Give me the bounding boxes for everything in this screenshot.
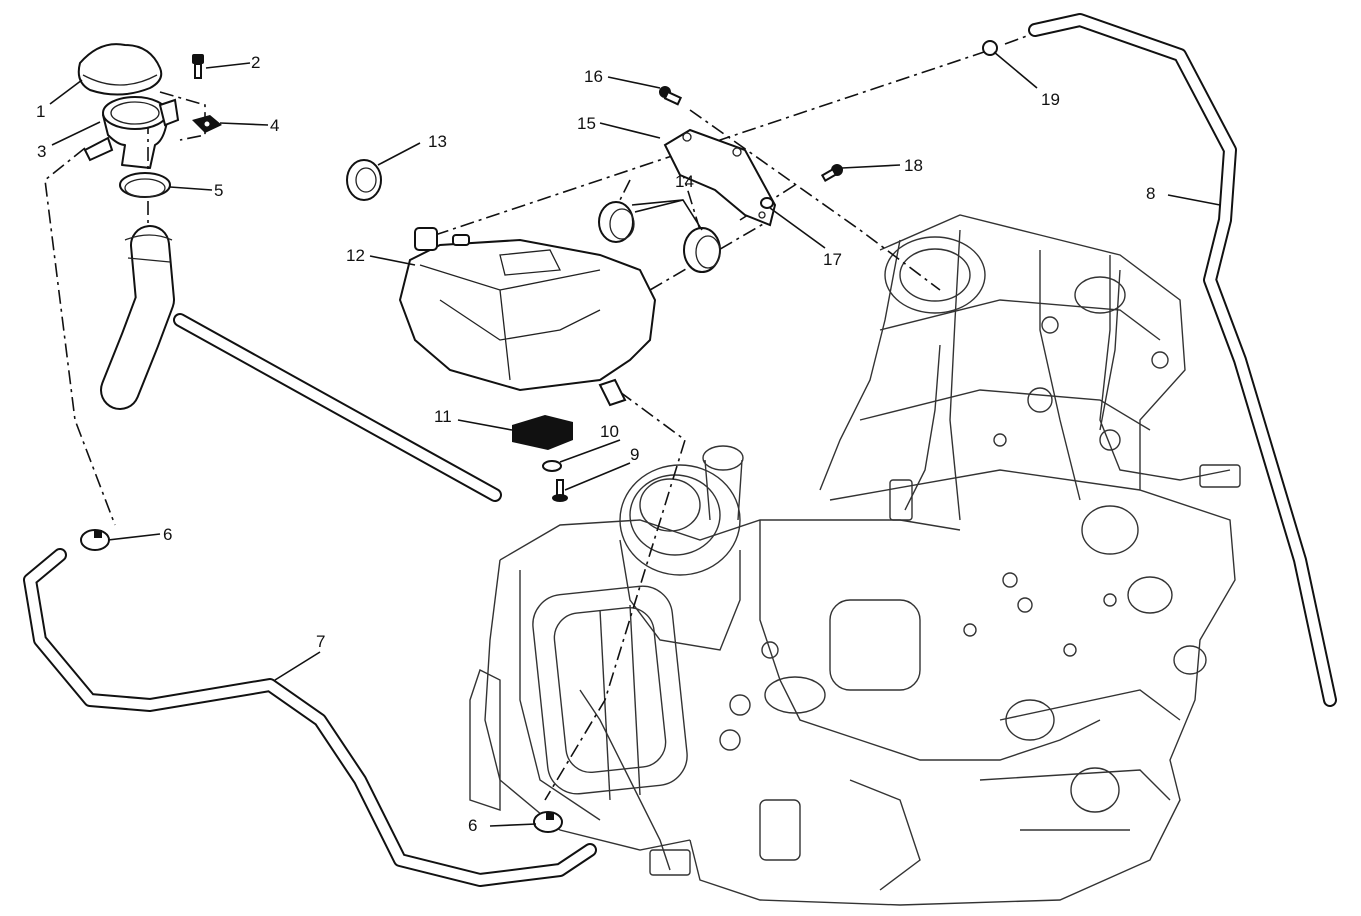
callout-6-lower[interactable]: 6 bbox=[468, 816, 477, 835]
callout-9[interactable]: 9 bbox=[630, 445, 639, 464]
part-6-hose-clamp-lower[interactable] bbox=[533, 811, 563, 833]
callout-19[interactable]: 19 bbox=[1041, 90, 1060, 109]
part-12-expansion-tank[interactable] bbox=[398, 227, 657, 407]
callout-16[interactable]: 16 bbox=[584, 67, 603, 86]
assembly-lines bbox=[44, 32, 1036, 801]
part-7-overflow-hose[interactable] bbox=[23, 548, 597, 887]
callout-13[interactable]: 13 bbox=[428, 132, 447, 151]
part-14-hose-clamps[interactable] bbox=[598, 201, 721, 273]
part-2-screw[interactable] bbox=[192, 54, 204, 79]
callout-6-upper[interactable]: 6 bbox=[163, 525, 172, 544]
callout-3[interactable]: 3 bbox=[37, 142, 46, 161]
engine-block bbox=[469, 214, 1241, 906]
callout-5[interactable]: 5 bbox=[214, 181, 223, 200]
part-19-clip[interactable] bbox=[982, 40, 998, 56]
part-5-hose-clamp[interactable] bbox=[119, 172, 171, 198]
callout-15[interactable]: 15 bbox=[577, 114, 596, 133]
part-18-screw[interactable] bbox=[820, 164, 843, 182]
part-8-breather-hose[interactable] bbox=[1028, 13, 1337, 707]
callout-10[interactable]: 10 bbox=[600, 422, 619, 441]
callout-17[interactable]: 17 bbox=[823, 250, 842, 269]
callout-14[interactable]: 14 bbox=[675, 172, 694, 191]
part-10-washer[interactable] bbox=[542, 460, 562, 472]
part-filler-hose bbox=[100, 225, 502, 502]
part-15-bracket[interactable] bbox=[663, 128, 777, 227]
part-11-rubber-pad[interactable] bbox=[512, 415, 573, 450]
callout-12[interactable]: 12 bbox=[346, 246, 365, 265]
callout-2[interactable]: 2 bbox=[251, 53, 260, 72]
part-17-washer[interactable] bbox=[760, 197, 774, 209]
callout-4[interactable]: 4 bbox=[270, 116, 279, 135]
callout-8[interactable]: 8 bbox=[1146, 184, 1155, 203]
callout-11[interactable]: 11 bbox=[434, 407, 452, 426]
callout-18[interactable]: 18 bbox=[904, 156, 923, 175]
part-16-screw[interactable] bbox=[659, 86, 683, 106]
part-1-filler-cap[interactable] bbox=[77, 43, 163, 96]
callout-labels: 1 2 3 4 5 6 7 8 9 10 11 12 13 14 15 16 1… bbox=[36, 53, 1155, 835]
part-6-hose-clamp-upper[interactable] bbox=[80, 529, 110, 551]
leader-lines bbox=[49, 51, 1221, 827]
part-3-filler-neck[interactable] bbox=[83, 96, 180, 169]
part-9-screw[interactable] bbox=[552, 479, 568, 502]
callout-7[interactable]: 7 bbox=[316, 632, 325, 651]
callout-1[interactable]: 1 bbox=[36, 102, 45, 121]
part-13-cap-ring[interactable] bbox=[346, 159, 382, 201]
part-4-clip-nut[interactable] bbox=[192, 115, 222, 133]
